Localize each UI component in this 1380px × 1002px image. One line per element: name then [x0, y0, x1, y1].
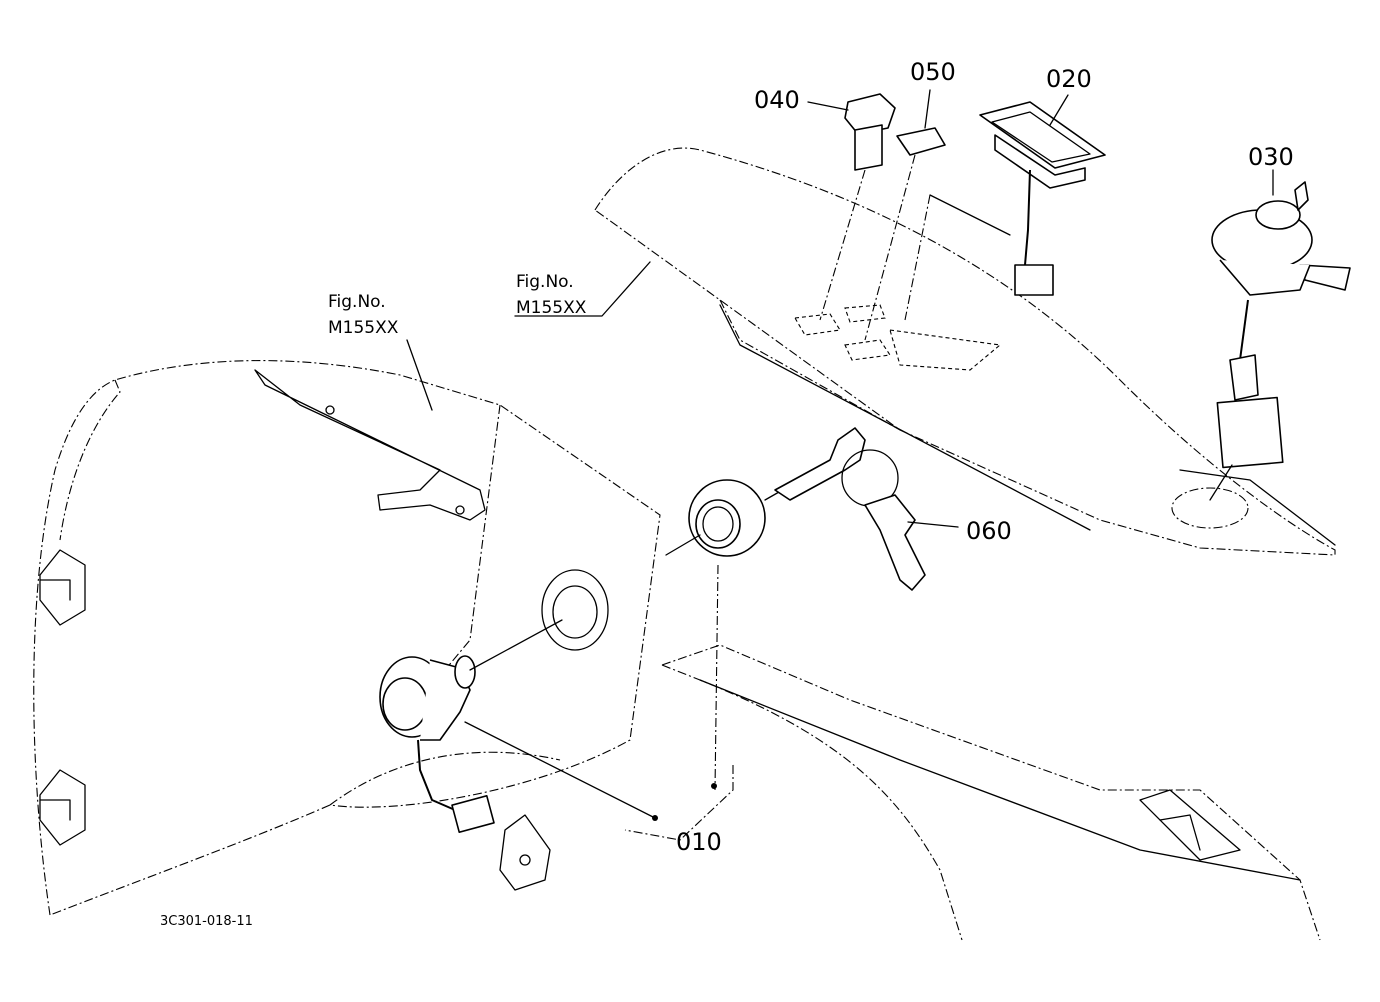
callout-030: 030 — [1248, 143, 1294, 171]
part-020-switch — [904, 94, 1106, 321]
part-040-switch — [807, 93, 896, 321]
right-top-panel — [594, 147, 1336, 556]
part-010-switch — [379, 619, 563, 833]
fig-ref-left-line2: M155XX — [328, 318, 399, 338]
drawing-number: 3C301-018-11 — [160, 914, 253, 929]
fig-ref-right-line1: Fig.No. — [516, 272, 574, 292]
callout-040: 040 — [754, 86, 800, 114]
callout-050: 050 — [910, 58, 956, 86]
fig-ref-left-line1: Fig.No. — [328, 292, 386, 312]
part-030-switch — [1209, 169, 1351, 501]
callout-060: 060 — [966, 517, 1012, 545]
part-010-bushing — [464, 479, 801, 841]
part-060-keys — [774, 427, 959, 591]
left-panel — [33, 360, 661, 916]
fig-ref-right-line2: M155XX — [516, 298, 587, 318]
right-lower-panel — [661, 644, 1321, 941]
callout-010: 010 — [676, 828, 722, 856]
callout-020: 020 — [1046, 65, 1092, 93]
part-050-cap — [864, 89, 946, 341]
fig-ref-right-leader — [514, 261, 651, 317]
fig-ref-left-leader — [406, 339, 433, 411]
